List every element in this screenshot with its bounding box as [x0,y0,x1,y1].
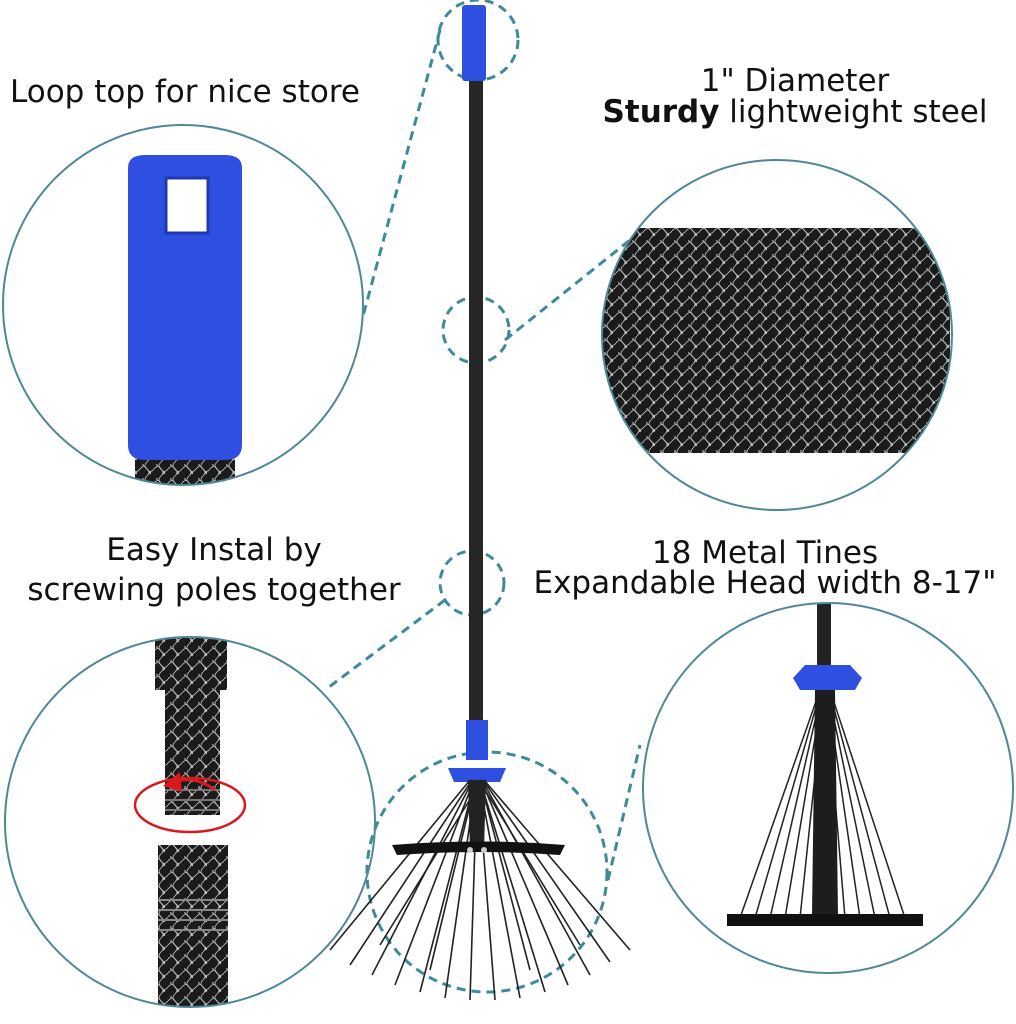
loop-top-label: Loop top for nice store [10,74,360,110]
screw-rotation-ring [133,776,247,834]
steel-label: Sturdy lightweight steel [575,97,1015,128]
arrow-icon [163,772,182,792]
loop-top-detail [2,124,364,486]
install-label-line1: Easy Instal by [106,532,322,568]
rake-head-detail [642,602,1014,974]
sturdy-text: Sturdy [602,94,720,130]
detail-marker-head [365,750,609,994]
rake [329,5,631,1001]
screw-joint-detail [4,636,376,1008]
pole-texture-detail [601,159,953,511]
steel-text: lightweight steel [719,94,988,130]
diameter-label: 1" Diameter [700,63,890,99]
install-label-line2: screwing poles together [27,572,401,608]
tines-label-line1: 18 Metal Tines [651,535,879,571]
tines-label-line2: Expandable Head width 8-17" [533,565,997,601]
